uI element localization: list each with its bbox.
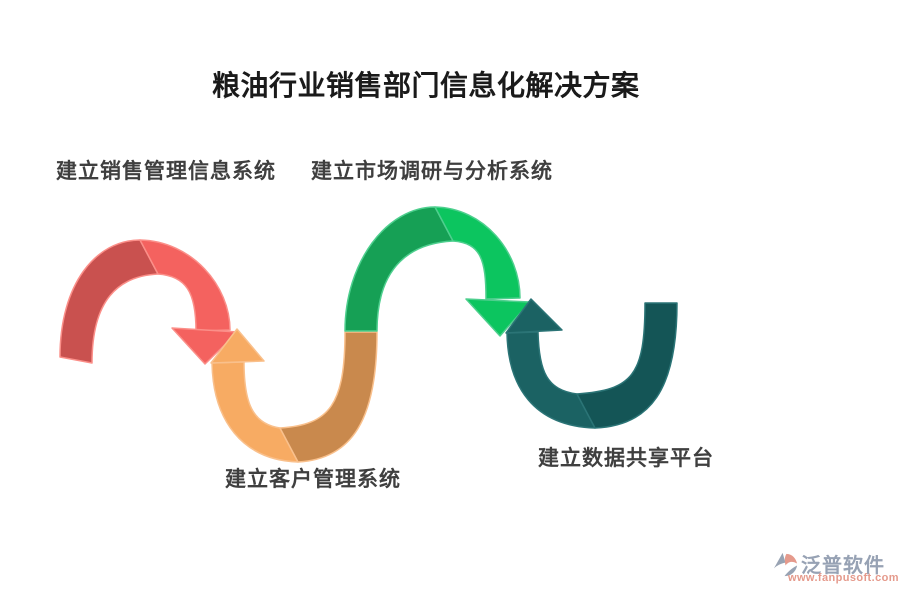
orange-valley-light-half xyxy=(210,328,299,463)
orange-valley-dark-half xyxy=(279,331,378,463)
green-arrowhead-down-icon xyxy=(465,298,531,337)
step-label-customer-management: 建立客户管理系统 xyxy=(225,468,401,491)
page-title: 粮油行业销售部门信息化解决方案 xyxy=(212,70,640,101)
teal-valley-dark-half xyxy=(576,302,678,429)
orange-arrowhead-up-icon xyxy=(210,328,265,364)
red-arch-dark-half xyxy=(59,239,159,364)
green-arch-light-half xyxy=(434,206,531,337)
teal-arrowhead-up-icon xyxy=(505,298,563,334)
fanpu-logo-icon xyxy=(773,552,798,577)
step-label-market-research: 建立市场调研与分析系统 xyxy=(311,160,553,183)
vendor-logo: 泛普软件 www.fanpusoft.com xyxy=(770,549,899,589)
vendor-website: www.fanpusoft.com xyxy=(788,572,899,584)
teal-valley-light-half xyxy=(505,298,596,429)
green-arch-dark-half xyxy=(344,206,454,332)
red-arch-light-half xyxy=(139,239,239,365)
red-arrowhead-down-icon xyxy=(171,327,239,365)
vendor-name: 泛普软件 xyxy=(801,555,885,577)
step-label-data-sharing: 建立数据共享平台 xyxy=(538,447,714,470)
step-label-sales-management: 建立销售管理信息系统 xyxy=(56,160,276,183)
